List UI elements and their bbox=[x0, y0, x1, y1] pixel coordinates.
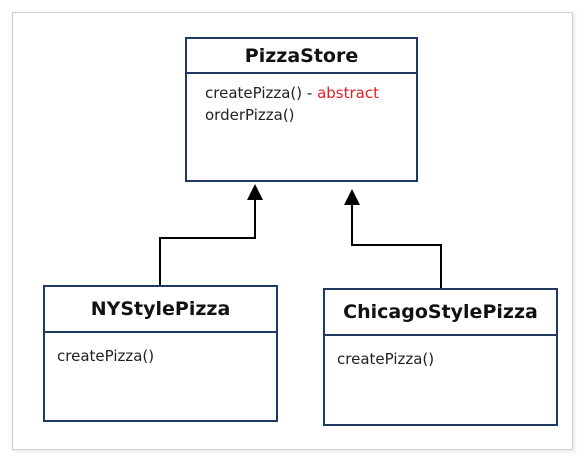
method-createpizza: createPizza() - abstract bbox=[205, 82, 416, 104]
method-orderpizza: orderPizza() bbox=[205, 104, 416, 126]
class-box-nystylepizza: NYStylePizza createPizza() bbox=[43, 285, 278, 422]
class-methods-pizzastore: createPizza() - abstract orderPizza() bbox=[187, 74, 416, 126]
method-text: orderPizza() bbox=[205, 106, 295, 124]
class-name-nystylepizza: NYStylePizza bbox=[45, 287, 276, 333]
class-methods-nystylepizza: createPizza() bbox=[45, 333, 276, 367]
method-text: createPizza() bbox=[337, 350, 435, 368]
inheritance-arrow-nystyle bbox=[159, 184, 263, 285]
abstract-keyword: abstract bbox=[317, 84, 379, 102]
inheritance-arrow-chicagostyle bbox=[344, 189, 442, 288]
class-name-chicagostylepizza: ChicagoStylePizza bbox=[325, 290, 556, 336]
class-methods-chicagostylepizza: createPizza() bbox=[325, 336, 556, 370]
method-createpizza: createPizza() bbox=[337, 348, 556, 370]
method-createpizza: createPizza() bbox=[57, 345, 276, 367]
class-box-chicagostylepizza: ChicagoStylePizza createPizza() bbox=[323, 288, 558, 426]
method-text: createPizza() bbox=[57, 347, 155, 365]
class-name-pizzastore: PizzaStore bbox=[187, 39, 416, 74]
class-box-pizzastore: PizzaStore createPizza() - abstract orde… bbox=[185, 37, 418, 182]
method-text: createPizza() - bbox=[205, 84, 318, 102]
